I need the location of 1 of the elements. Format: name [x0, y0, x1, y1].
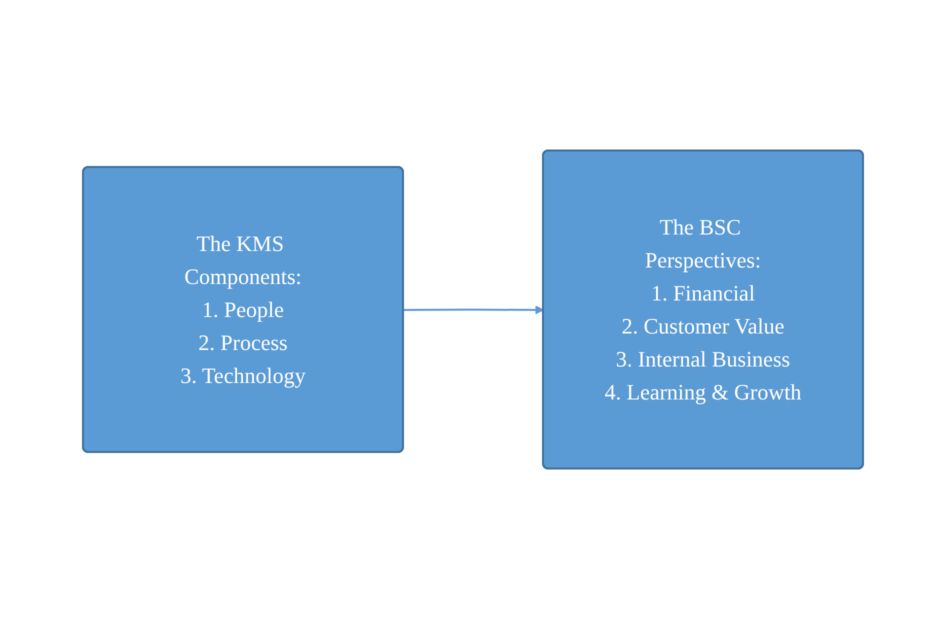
arrow: [404, 306, 544, 314]
